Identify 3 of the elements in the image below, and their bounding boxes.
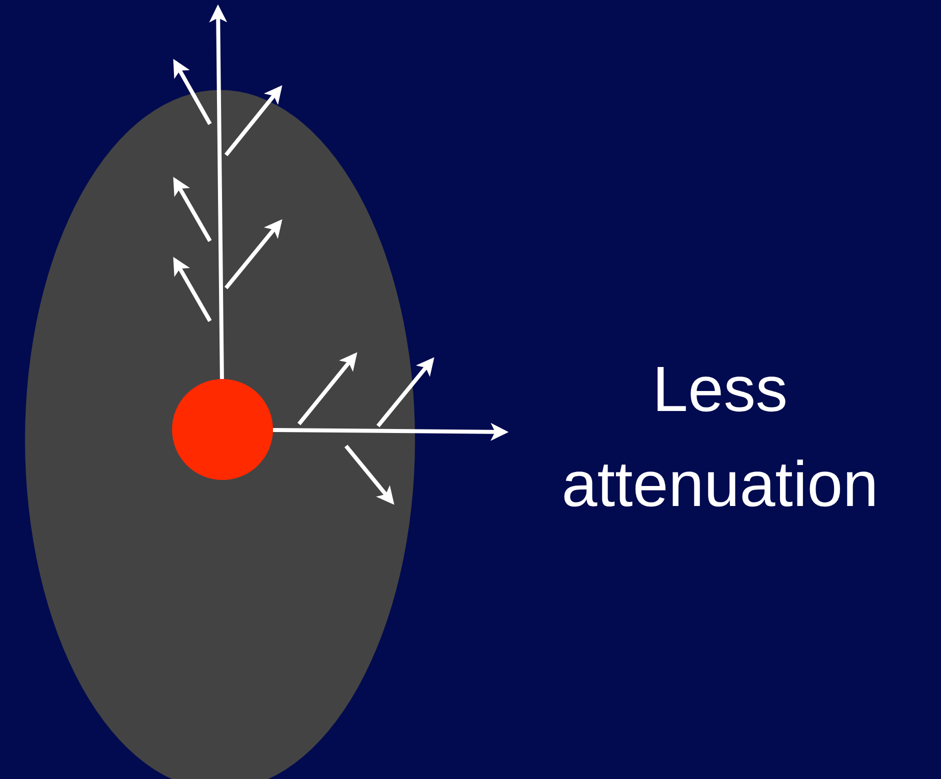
arrow <box>209 4 228 380</box>
arrow <box>272 422 509 441</box>
annotation-text: Less attenuation <box>560 352 880 522</box>
